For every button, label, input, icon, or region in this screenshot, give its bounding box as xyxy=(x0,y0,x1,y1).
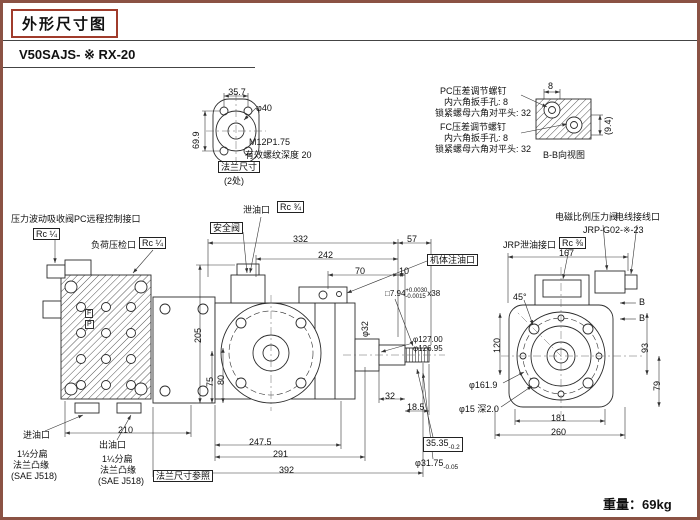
shaft-dia-label: φ32 xyxy=(360,321,370,337)
section-b-mark-bottom: B xyxy=(639,313,646,323)
dim-35-7: 35.7 xyxy=(228,87,246,97)
load-sense-port-size: Rc ¼ xyxy=(139,237,167,250)
dim-8: 8 xyxy=(548,81,554,91)
dim-32: 32 xyxy=(385,391,396,401)
load-sense-port-label: 负荷压检口 xyxy=(91,240,137,250)
dimension-lines-main xyxy=(44,216,434,477)
outlet-port-label: 出油口 xyxy=(99,440,127,450)
spline-prefix: □7.94 xyxy=(385,289,406,299)
control-valve-block xyxy=(42,259,152,414)
shaft-end-dia: φ31.75-0.05 xyxy=(415,458,458,471)
dim-75: 75 xyxy=(205,376,215,387)
pilot-dia-max: φ127.00 xyxy=(413,335,443,344)
pc-hex-label: 内六角扳手孔: 8 xyxy=(444,97,509,107)
bb-view-caption: B-B向视图 xyxy=(543,150,586,160)
section-b-mark-top: B xyxy=(639,297,646,307)
bb-detail-view xyxy=(535,98,592,140)
dim-260: 260 xyxy=(551,427,567,437)
jrp-drain-label: JRP泄油接口 xyxy=(503,240,557,250)
inlet-port-label: 进油口 xyxy=(23,430,51,440)
dim-210: 210 xyxy=(118,425,134,435)
fc-hex-label: 内六角扳手孔: 8 xyxy=(444,133,509,143)
header-divider xyxy=(3,40,697,41)
dim-93: 93 xyxy=(640,342,650,353)
dim-120: 120 xyxy=(492,337,502,353)
model-number: V50SAJS- ※ RX-20 xyxy=(19,47,136,62)
dim-9-4: (9.4) xyxy=(603,116,613,135)
dim-10: 10 xyxy=(399,266,410,276)
pc-screw-label: PC压差调节螺钉 xyxy=(440,86,507,96)
port-f-label: F xyxy=(85,309,94,318)
solenoid-valve-label: 电磁比例压力阀 xyxy=(555,212,619,222)
spline-tolerance: +0.0030-0.0015 xyxy=(405,288,428,300)
drawing-linework xyxy=(42,89,661,477)
fc-locknut-label: 锁紧螺母六角对平头: 32 xyxy=(435,144,532,154)
dim-57: 57 xyxy=(407,234,418,244)
jrp-drain-size: Rc ⅜ xyxy=(559,237,587,250)
dim-18-5: 18.5 xyxy=(407,402,425,412)
dim-35-35-tol: -0.2 xyxy=(448,443,460,451)
pilot-dia-min: φ126.95 xyxy=(413,344,443,353)
fc-screw-label: FC压差调节螺钉 xyxy=(440,122,506,132)
outlet-flange-line1: 1¼分扁 xyxy=(102,454,133,464)
inlet-flange-line2: 法兰凸缘 xyxy=(13,460,50,470)
dim-167: 167 xyxy=(559,248,575,258)
drain-port-size: Rc ¾ xyxy=(277,201,305,214)
dim-392: 392 xyxy=(279,465,295,475)
flange-size-callout: 法兰尺寸 xyxy=(218,161,261,174)
dim-45deg: 45° xyxy=(513,292,527,302)
spline-count: x38 xyxy=(427,289,441,299)
mount-dia-label: φ161.9 xyxy=(469,380,498,390)
dim-242: 242 xyxy=(318,250,334,260)
inlet-flange-line1: 1½分扁 xyxy=(17,449,48,459)
dimension-lines-end xyxy=(494,224,661,439)
shaft-end-dia-value: φ31.75 xyxy=(415,458,444,468)
jrp-model-label: JRP-G02-※-23 xyxy=(583,225,644,235)
dim-332: 332 xyxy=(293,234,309,244)
pc-locknut-label: 锁紧螺母六角对平头: 32 xyxy=(435,108,532,118)
outlet-flange-line2: 法兰凸缘 xyxy=(100,465,137,475)
dim-35-35: 35.35-0.2 xyxy=(423,437,463,453)
dim-35-35-value: 35.35 xyxy=(426,438,449,448)
weight-label: 重量： xyxy=(603,497,643,512)
pin-hole-label: φ15 深2.0 xyxy=(459,404,499,414)
model-underline xyxy=(3,67,255,68)
port-p-label: P xyxy=(85,320,94,329)
oil-fill-callout: 机体注油口 xyxy=(427,254,479,267)
pc-remote-port-size: Rc ¼ xyxy=(33,228,61,241)
drain-port-label: 泄油口 xyxy=(243,205,271,215)
dim-247-5: 247.5 xyxy=(249,437,272,447)
dim-80: 80 xyxy=(216,374,226,385)
dia-40-label: φ40 xyxy=(256,103,272,113)
outlet-flange-line3: (SAE J518) xyxy=(98,476,145,486)
dim-79: 79 xyxy=(652,380,662,391)
dim-291: 291 xyxy=(273,449,289,459)
page-title: 外形尺寸图 xyxy=(11,9,119,38)
thread-depth-note: 有效螺纹深度 20 xyxy=(245,150,312,160)
shaft-end-dia-tol: -0.05 xyxy=(443,463,459,471)
pc-remote-port-label: 压力波动吸收阀PC远程控制接口 xyxy=(11,214,141,224)
safety-valve-callout: 安全阀 xyxy=(210,222,244,235)
dim-69-9: 69.9 xyxy=(191,131,201,149)
flange-places-note: (2处) xyxy=(224,176,244,186)
weight-note: 重量：69kg xyxy=(603,494,672,513)
weight-value: 69kg xyxy=(642,497,672,512)
end-view xyxy=(508,270,638,408)
dim-70: 70 xyxy=(355,266,366,276)
wiring-port-label: 电线接线口 xyxy=(615,212,661,222)
inlet-flange-line3: (SAE J518) xyxy=(11,471,58,481)
dim-181: 181 xyxy=(551,413,567,423)
flange-ref-callout: 法兰尺寸参照 xyxy=(153,470,214,483)
thread-spec: M12P1.75 xyxy=(249,137,291,147)
dim-205: 205 xyxy=(193,327,203,343)
